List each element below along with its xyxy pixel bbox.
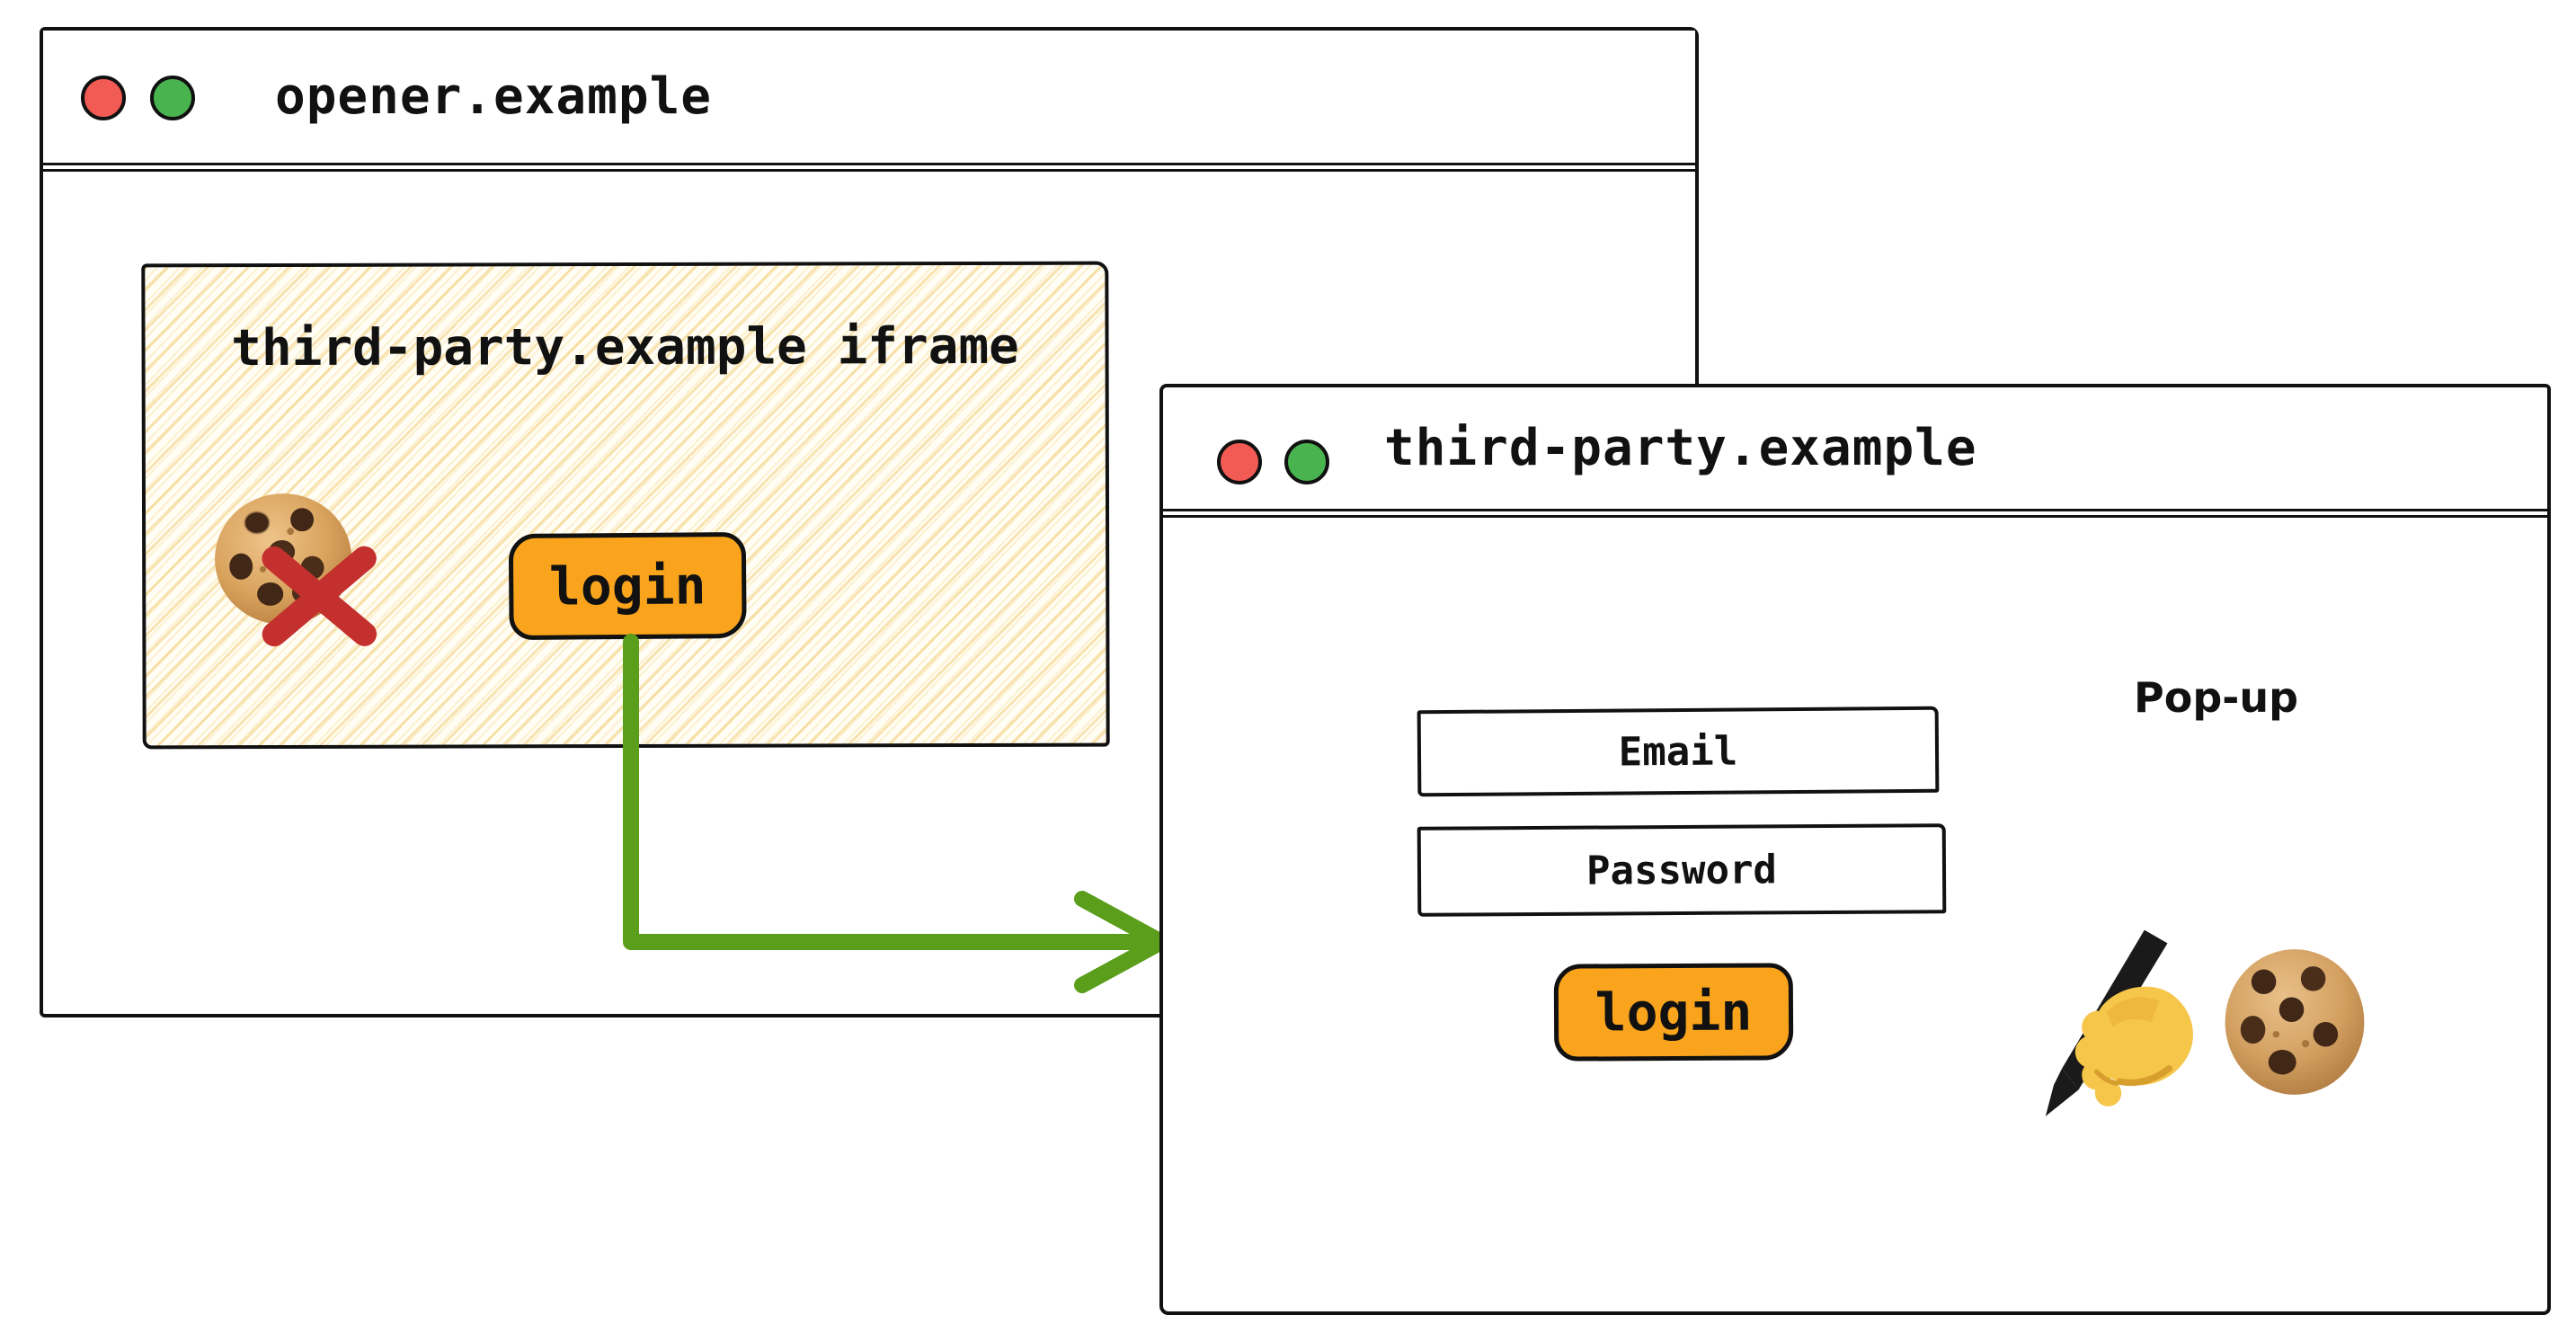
opener-titlebar: opener.example xyxy=(43,31,1695,172)
blocked-cross-icon xyxy=(256,541,382,652)
close-window-icon[interactable] xyxy=(1217,440,1262,484)
password-input[interactable]: Password xyxy=(1417,823,1947,917)
maximize-window-icon[interactable] xyxy=(1284,440,1329,484)
popup-login-button-label: login xyxy=(1594,981,1753,1044)
close-window-icon[interactable] xyxy=(81,76,126,120)
third-party-iframe: third-party.example iframe xyxy=(141,261,1110,750)
popup-login-button[interactable]: login xyxy=(1553,963,1794,1062)
password-input-label: Password xyxy=(1586,846,1778,894)
opener-window-title: opener.example xyxy=(275,67,713,126)
email-input[interactable]: Email xyxy=(1417,706,1940,797)
writing-hand-icon xyxy=(2024,927,2222,1124)
iframe-login-button[interactable]: login xyxy=(508,531,747,641)
popup-annotation-label: Pop-up xyxy=(2134,673,2299,722)
popup-browser-window: third-party.example Pop-up Email Passwor… xyxy=(1159,384,2551,1315)
maximize-window-icon[interactable] xyxy=(150,76,195,120)
iframe-login-button-label: login xyxy=(548,555,706,618)
iframe-origin-label: third-party.example iframe xyxy=(231,316,1019,378)
popup-titlebar: third-party.example xyxy=(1163,387,2547,518)
cookie-icon xyxy=(2213,945,2376,1099)
popup-window-title: third-party.example xyxy=(1384,419,1977,477)
email-input-label: Email xyxy=(1618,727,1738,776)
